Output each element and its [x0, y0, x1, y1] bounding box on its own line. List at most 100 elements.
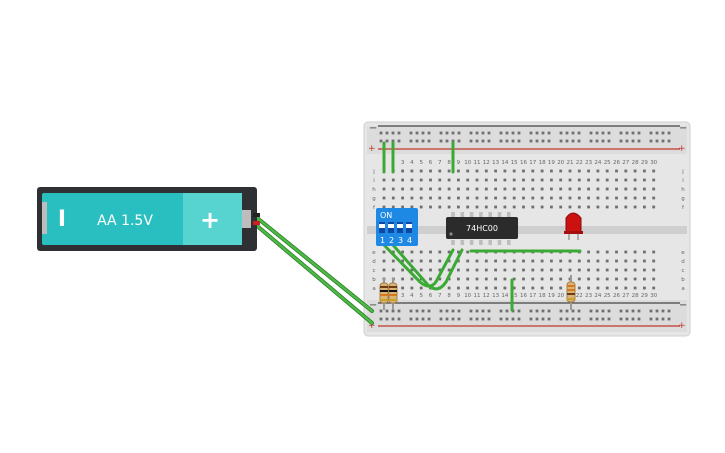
breadboard-hole[interactable]: [397, 139, 401, 143]
breadboard-hole[interactable]: [605, 187, 609, 191]
breadboard-hole[interactable]: [429, 268, 432, 272]
breadboard-hole[interactable]: [379, 317, 383, 321]
breadboard-hole[interactable]: [457, 187, 460, 191]
breadboard-hole[interactable]: [605, 205, 609, 209]
breadboard-hole[interactable]: [624, 169, 628, 173]
breadboard-hole[interactable]: [505, 309, 509, 313]
breadboard-hole[interactable]: [429, 178, 432, 182]
breadboard-hole[interactable]: [457, 205, 460, 209]
breadboard-hole[interactable]: [643, 286, 646, 290]
breadboard-hole[interactable]: [587, 277, 590, 281]
breadboard-hole[interactable]: [624, 268, 628, 272]
breadboard-hole[interactable]: [410, 286, 414, 290]
breadboard-hole[interactable]: [438, 187, 442, 191]
breadboard-hole[interactable]: [517, 131, 521, 135]
breadboard-hole[interactable]: [457, 139, 461, 143]
breadboard-hole[interactable]: [457, 131, 461, 135]
breadboard-hole[interactable]: [447, 205, 451, 209]
breadboard-hole[interactable]: [522, 178, 525, 182]
breadboard-hole[interactable]: [512, 196, 516, 200]
breadboard-hole[interactable]: [577, 317, 581, 321]
breadboard-hole[interactable]: [475, 286, 479, 290]
breadboard-hole[interactable]: [397, 131, 401, 135]
breadboard-hole[interactable]: [410, 205, 414, 209]
breadboard-hole[interactable]: [475, 309, 479, 313]
breadboard-hole[interactable]: [475, 187, 479, 191]
breadboard-hole[interactable]: [397, 309, 401, 313]
breadboard-hole[interactable]: [633, 169, 637, 173]
breadboard-hole[interactable]: [391, 196, 395, 200]
breadboard-hole[interactable]: [401, 205, 404, 209]
breadboard-hole[interactable]: [577, 196, 581, 200]
breadboard-hole[interactable]: [595, 309, 599, 313]
resistor-left-2[interactable]: [388, 278, 398, 310]
breadboard-hole[interactable]: [577, 131, 581, 135]
breadboard-hole[interactable]: [540, 268, 544, 272]
breadboard-hole[interactable]: [401, 268, 404, 272]
breadboard-hole[interactable]: [624, 250, 628, 254]
resistor-led[interactable]: [566, 275, 576, 310]
breadboard-hole[interactable]: [531, 187, 535, 191]
breadboard-hole[interactable]: [421, 139, 425, 143]
breadboard-hole[interactable]: [633, 205, 637, 209]
breadboard-hole[interactable]: [559, 259, 563, 263]
breadboard-hole[interactable]: [577, 169, 581, 173]
breadboard-hole[interactable]: [589, 309, 593, 313]
breadboard-hole[interactable]: [484, 259, 488, 263]
breadboard-hole[interactable]: [379, 309, 383, 313]
breadboard-hole[interactable]: [596, 268, 600, 272]
breadboard-hole[interactable]: [505, 139, 509, 143]
breadboard-hole[interactable]: [633, 196, 637, 200]
breadboard-hole[interactable]: [577, 205, 581, 209]
breadboard-hole[interactable]: [633, 286, 637, 290]
breadboard-hole[interactable]: [438, 169, 442, 173]
breadboard-hole[interactable]: [445, 139, 449, 143]
breadboard-hole[interactable]: [587, 259, 590, 263]
breadboard-hole[interactable]: [427, 139, 431, 143]
breadboard-hole[interactable]: [517, 309, 521, 313]
breadboard-hole[interactable]: [447, 250, 451, 254]
breadboard-hole[interactable]: [512, 286, 516, 290]
breadboard-hole[interactable]: [511, 131, 515, 135]
breadboard-hole[interactable]: [427, 309, 431, 313]
breadboard-hole[interactable]: [624, 196, 628, 200]
breadboard-hole[interactable]: [529, 317, 533, 321]
breadboard-hole[interactable]: [415, 317, 419, 321]
breadboard-hole[interactable]: [385, 139, 389, 143]
breadboard-hole[interactable]: [457, 178, 460, 182]
breadboard-hole[interactable]: [667, 317, 671, 321]
breadboard-hole[interactable]: [615, 268, 618, 272]
breadboard-hole[interactable]: [540, 187, 544, 191]
breadboard-hole[interactable]: [410, 259, 414, 263]
breadboard-hole[interactable]: [607, 139, 611, 143]
breadboard-hole[interactable]: [481, 139, 485, 143]
breadboard-hole[interactable]: [429, 205, 432, 209]
breadboard-hole[interactable]: [494, 169, 497, 173]
breadboard-hole[interactable]: [587, 205, 590, 209]
breadboard-hole[interactable]: [550, 205, 553, 209]
breadboard-hole[interactable]: [421, 131, 425, 135]
breadboard-hole[interactable]: [438, 268, 442, 272]
breadboard-hole[interactable]: [457, 277, 460, 281]
battery-lead-black[interactable]: [253, 213, 260, 217]
breadboard-hole[interactable]: [589, 317, 593, 321]
breadboard-hole[interactable]: [447, 187, 451, 191]
breadboard-hole[interactable]: [466, 268, 470, 272]
breadboard-hole[interactable]: [382, 178, 386, 182]
breadboard-hole[interactable]: [505, 131, 509, 135]
breadboard-hole[interactable]: [382, 205, 386, 209]
breadboard-hole[interactable]: [466, 178, 470, 182]
breadboard-hole[interactable]: [466, 286, 470, 290]
breadboard-hole[interactable]: [633, 259, 637, 263]
breadboard-hole[interactable]: [547, 317, 551, 321]
breadboard-hole[interactable]: [565, 139, 569, 143]
breadboard-hole[interactable]: [531, 178, 535, 182]
breadboard-hole[interactable]: [466, 196, 470, 200]
breadboard-hole[interactable]: [550, 169, 553, 173]
breadboard-hole[interactable]: [605, 196, 609, 200]
breadboard-hole[interactable]: [512, 187, 516, 191]
breadboard-hole[interactable]: [409, 139, 413, 143]
breadboard-hole[interactable]: [624, 205, 628, 209]
breadboard-hole[interactable]: [559, 205, 563, 209]
breadboard-hole[interactable]: [559, 196, 563, 200]
